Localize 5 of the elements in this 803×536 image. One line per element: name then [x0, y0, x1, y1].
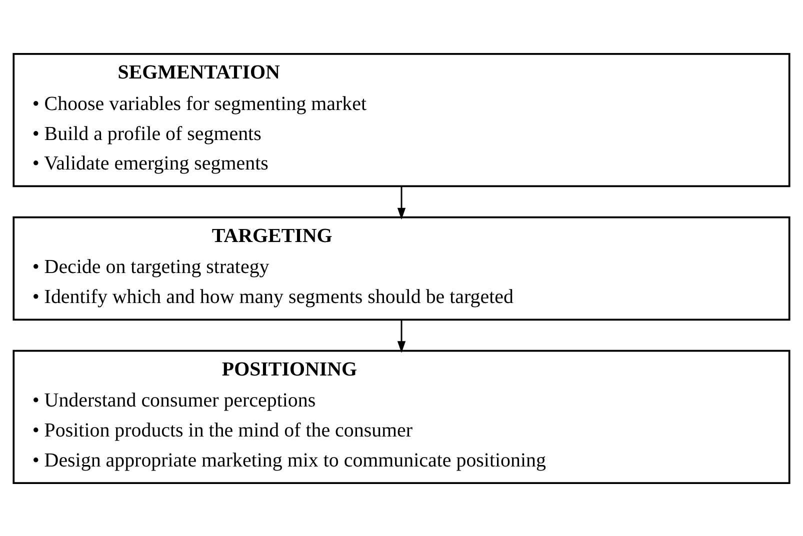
- node-box: POSITIONING • Understand consumer perceptions • Position products in the mind of the consumer • Design appropriate marketing mix to communicate positioning: [12, 349, 790, 484]
- arrow: [397, 319, 406, 352]
- node-box: TARGETING • Decide on targeting strategy • Identify which and how many segments should be targeted: [12, 216, 790, 320]
- node-box: SEGMENTATION • Choose variables for segmenting market • Build a profile of segments • Validate emerging segments: [12, 52, 790, 187]
- arrow: [397, 186, 406, 220]
